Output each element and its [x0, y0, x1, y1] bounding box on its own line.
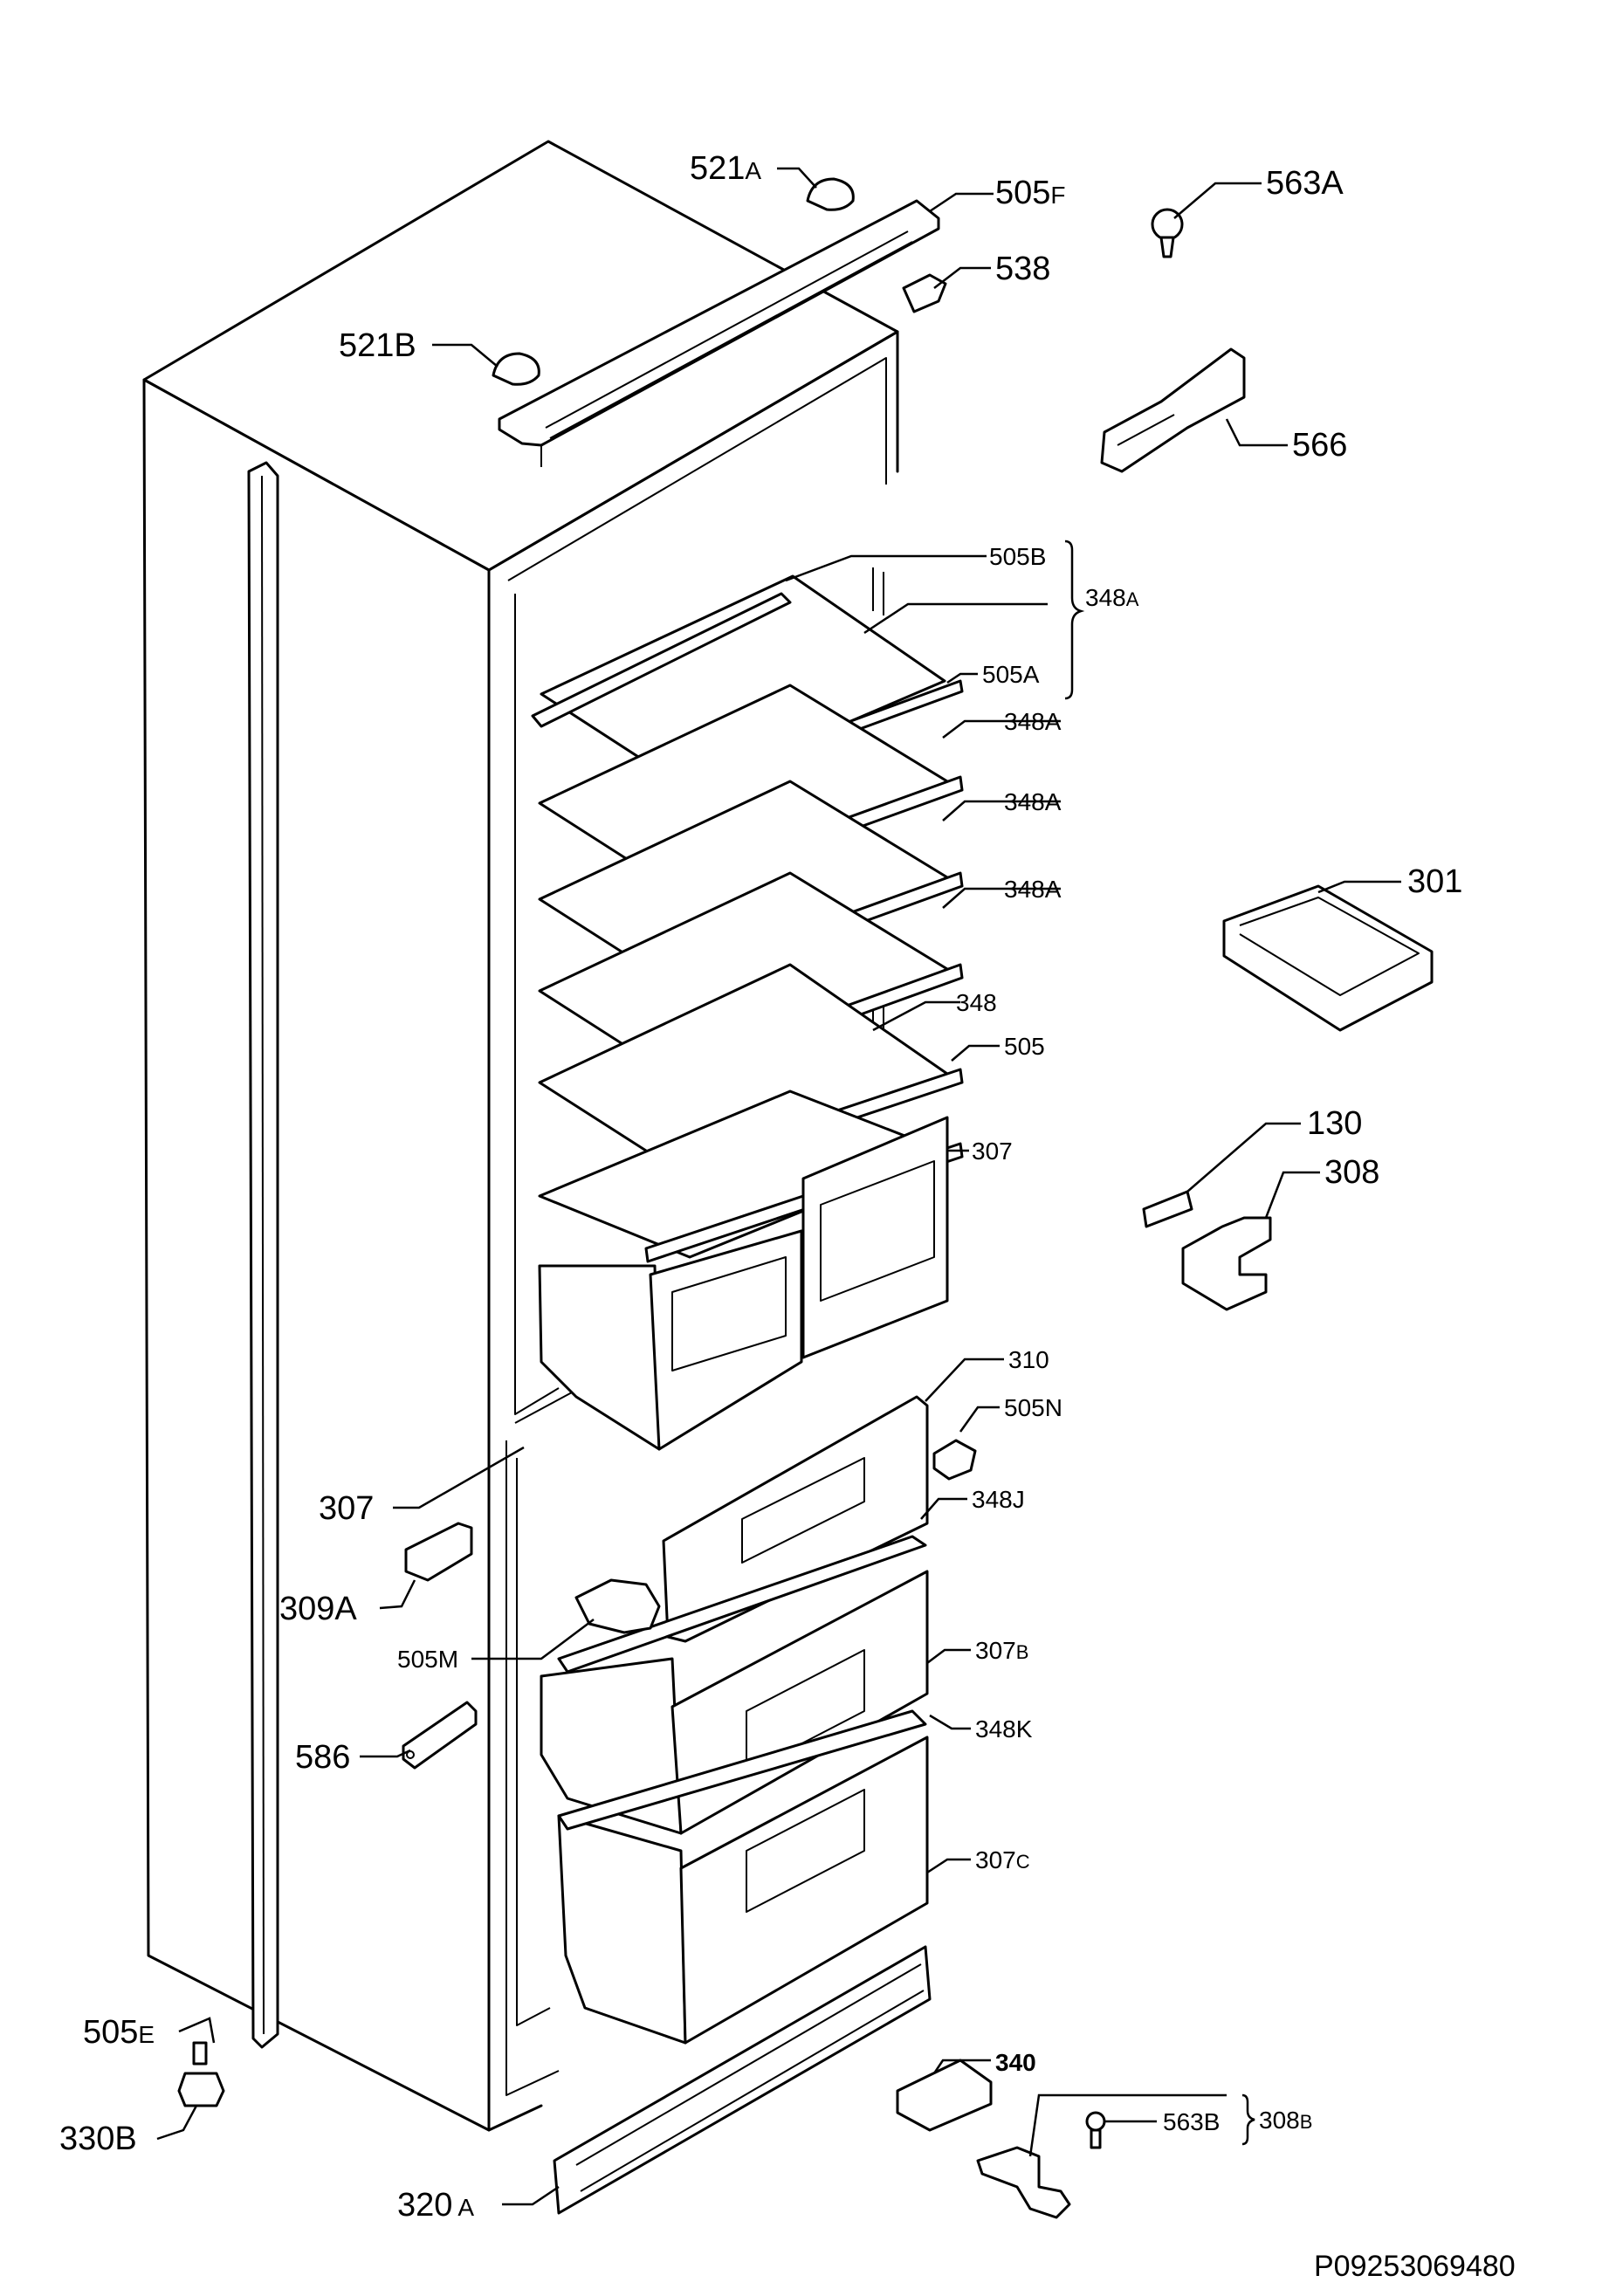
- label-586: 586: [295, 1739, 350, 1776]
- crisper-drawers-307: [538, 1116, 949, 1451]
- label-505n: 505N: [1004, 1394, 1062, 1421]
- label-310: 310: [1008, 1346, 1049, 1373]
- freezer-drawer-307b: [540, 1535, 929, 1835]
- label-308: 308: [1324, 1154, 1379, 1191]
- label-330b: 330B: [59, 2121, 137, 2157]
- label-563b: 563B: [1163, 2108, 1220, 2135]
- label-309a: 309A: [279, 1591, 357, 1627]
- hinge-cover-521a: [806, 177, 855, 211]
- label-521b: 521B: [339, 327, 416, 364]
- label-348k: 348K: [975, 1715, 1033, 1743]
- label-348a-1: 348A: [1004, 708, 1062, 735]
- label-521a: 521A: [690, 150, 761, 187]
- label-340: 340: [995, 2049, 1036, 2076]
- bracket-505n: [932, 1439, 977, 1481]
- label-307b: 307B: [975, 1637, 1028, 1664]
- part-labels: 521A 505F 563A 538 521B 566 505B 348A 50…: [59, 150, 1462, 2224]
- bracket-566: [1100, 347, 1246, 473]
- glass-shelves: [531, 574, 964, 1263]
- label-505a: 505A: [982, 661, 1040, 688]
- top-hinge-bar: [498, 199, 940, 467]
- label-505f: 505F: [995, 175, 1066, 211]
- label-301: 301: [1407, 863, 1462, 900]
- label-505m: 505M: [397, 1646, 458, 1673]
- label-308b: 308B: [1259, 2107, 1312, 2134]
- label-566: 566: [1292, 427, 1347, 464]
- label-348a-group: 348A: [1085, 584, 1139, 611]
- adjustable-foot-330b: [177, 2041, 225, 2107]
- label-348j: 348J: [972, 1486, 1025, 1513]
- leader-lines: [156, 167, 1401, 2206]
- label-505e: 505E: [83, 2014, 155, 2051]
- label-563a: 563A: [1266, 165, 1344, 202]
- screw-563b: [1085, 2111, 1106, 2149]
- group-brace-308b: [1241, 2093, 1255, 2146]
- group-brace-348a: [1064, 540, 1085, 700]
- label-505b: 505B: [989, 543, 1046, 570]
- label-348a-2: 348A: [1004, 788, 1062, 815]
- hinge-pin-538: [902, 273, 947, 313]
- ice-tray-301: [1222, 884, 1434, 1032]
- holder-309a: [404, 1522, 473, 1582]
- label-307-top: 307: [972, 1138, 1013, 1165]
- hinge-308b: [976, 2146, 1071, 2219]
- hinge-cover-521b: [492, 352, 540, 386]
- label-538: 538: [995, 251, 1050, 287]
- label-348: 348: [956, 989, 997, 1016]
- label-348a-3: 348A: [1004, 876, 1062, 903]
- bracket-505m: [574, 1578, 661, 1634]
- ventilation-grille-320a: [553, 1945, 932, 2215]
- block-340: [896, 2059, 993, 2132]
- freezer-drawer-307c: [557, 1709, 929, 2045]
- label-505: 505: [1004, 1033, 1045, 1060]
- label-307c: 307C: [975, 1846, 1030, 1873]
- door-seal-strip: [247, 461, 279, 2049]
- label-130: 130: [1307, 1105, 1362, 1142]
- label-307-left: 307: [319, 1490, 374, 1527]
- document-id: P09253069480: [1314, 2250, 1516, 2283]
- screw-563a: [1151, 208, 1184, 258]
- pad-130: [1142, 1190, 1193, 1228]
- hinge-308: [1181, 1216, 1272, 1311]
